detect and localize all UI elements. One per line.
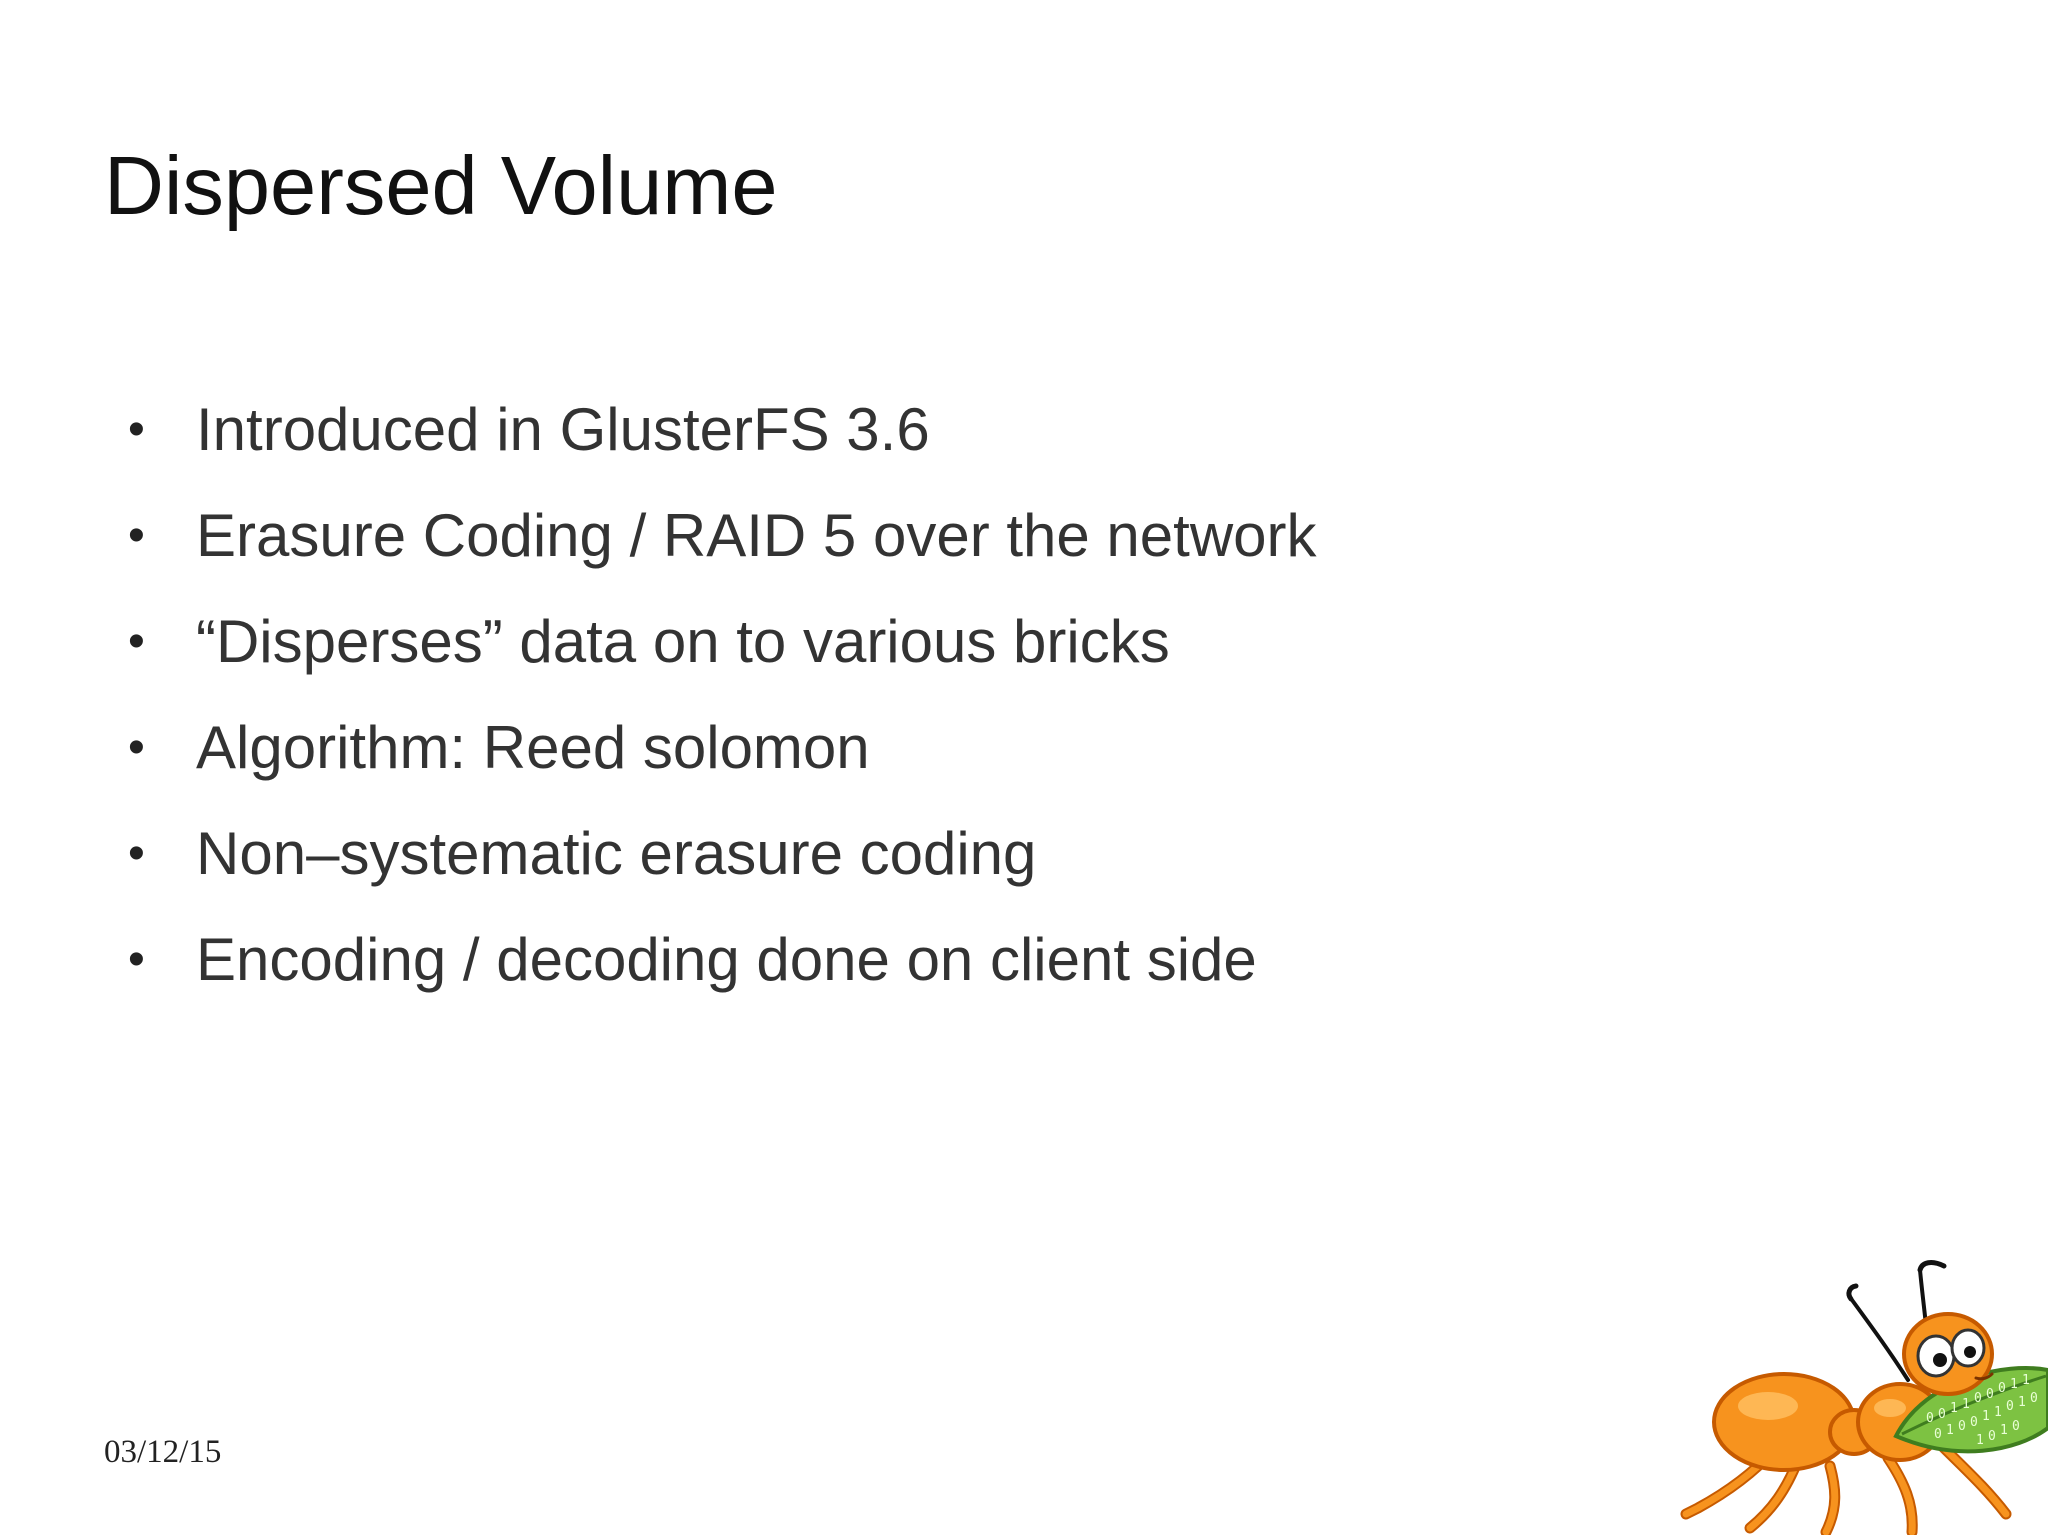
svg-text:0: 0 xyxy=(1958,1419,1966,1434)
svg-text:1: 1 xyxy=(1994,1405,2002,1420)
bullet-dot-icon: • xyxy=(128,933,145,986)
bullet-text: Encoding / decoding done on client side xyxy=(196,926,1257,993)
bullet-dot-icon: • xyxy=(128,615,145,668)
bullet-text: Algorithm: Reed solomon xyxy=(196,714,870,781)
svg-text:1: 1 xyxy=(2018,1395,2026,1410)
svg-text:1: 1 xyxy=(1946,1423,1954,1438)
bullet-list: • Introduced in GlusterFS 3.6 • Erasure … xyxy=(128,392,1317,1028)
bullet-text: Erasure Coding / RAID 5 over the network xyxy=(196,502,1317,569)
svg-text:0: 0 xyxy=(2012,1419,2020,1434)
svg-text:1: 1 xyxy=(2022,1373,2030,1388)
bullet-item: • Erasure Coding / RAID 5 over the netwo… xyxy=(128,498,1317,604)
slide-title: Dispersed Volume xyxy=(104,139,778,232)
svg-text:1: 1 xyxy=(2010,1377,2018,1392)
bullet-item: • Introduced in GlusterFS 3.6 xyxy=(128,392,1317,498)
svg-text:0: 0 xyxy=(1938,1407,1946,1422)
svg-text:1: 1 xyxy=(2000,1423,2008,1438)
bullet-item: • “Disperses” data on to various bricks xyxy=(128,604,1317,710)
svg-text:0: 0 xyxy=(1998,1381,2006,1396)
svg-text:0: 0 xyxy=(2006,1399,2014,1414)
svg-text:0: 0 xyxy=(1926,1411,1934,1426)
svg-text:1: 1 xyxy=(1976,1433,1984,1448)
bullet-dot-icon: • xyxy=(128,721,145,774)
bullet-dot-icon: • xyxy=(128,827,145,880)
bullet-text: Non–systematic erasure coding xyxy=(196,820,1037,887)
slide-date: 03/12/15 xyxy=(104,1434,222,1470)
bullet-text: “Disperses” data on to various bricks xyxy=(196,608,1170,675)
svg-text:0: 0 xyxy=(2030,1391,2038,1406)
bullet-dot-icon: • xyxy=(128,403,145,456)
svg-text:0: 0 xyxy=(1970,1415,1978,1430)
svg-text:0: 0 xyxy=(1988,1429,1996,1444)
bullet-item: • Algorithm: Reed solomon xyxy=(128,710,1317,816)
bullet-item: • Non–systematic erasure coding xyxy=(128,816,1317,922)
svg-text:1: 1 xyxy=(1962,1397,1970,1412)
svg-text:0: 0 xyxy=(1934,1427,1942,1442)
svg-text:1: 1 xyxy=(1950,1401,1958,1416)
svg-text:0: 0 xyxy=(1986,1387,1994,1402)
bullet-item: • Encoding / decoding done on client sid… xyxy=(128,922,1317,1028)
svg-text:0: 0 xyxy=(1974,1391,1982,1406)
svg-text:1: 1 xyxy=(1982,1409,1990,1424)
bullet-text: Introduced in GlusterFS 3.6 xyxy=(196,396,930,463)
bullet-dot-icon: • xyxy=(128,509,145,562)
